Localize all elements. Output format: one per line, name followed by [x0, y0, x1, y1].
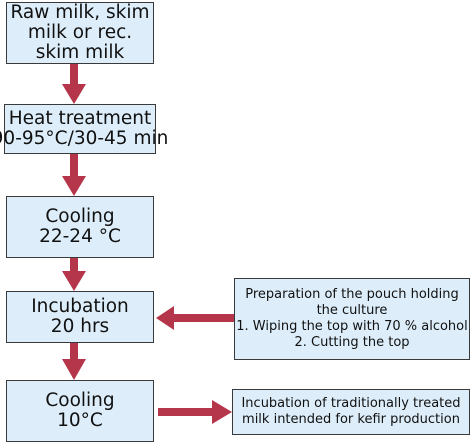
side-box-pouch-line-4: 2. Cutting the top — [294, 335, 410, 350]
step-raw-milk-line-3: skim milk — [35, 42, 125, 63]
step-cooling-1-line-1: Cooling — [45, 206, 115, 227]
step-heat-treatment-line-2: 90-95°C/30-45 min — [0, 128, 169, 149]
side-box-pouch-line-2: the culture — [316, 303, 388, 318]
arrow-cooling-to-kefir — [158, 400, 232, 424]
side-box-kefir-line-1: Incubation of traditionally treated — [241, 396, 461, 411]
step-incubation: Incubation 20 hrs — [6, 291, 154, 343]
step-heat-treatment: Heat treatment 90-95°C/30-45 min — [0, 104, 168, 154]
side-box-kefir-incubation: Incubation of traditionally treated milk… — [232, 389, 470, 435]
side-box-pouch-line-3: 1. Wiping the top with 70 % alcohol — [236, 319, 468, 334]
step-cooling-1-line-2: 22-24 °C — [39, 226, 121, 247]
side-box-pouch-line-1: Preparation of the pouch holding — [245, 287, 459, 302]
step-raw-milk: Raw milk, skim milk or rec. skim milk — [6, 2, 154, 64]
step-heat-treatment-line-1: Heat treatment — [8, 108, 152, 129]
step-raw-milk-line-1: Raw milk, skim — [10, 2, 150, 23]
step-incubation-line-2: 20 hrs — [50, 316, 110, 337]
step-raw-milk-line-2: milk or rec. — [27, 22, 133, 43]
step-cooling-2-line-2: 10°C — [57, 410, 103, 431]
step-cooling-2-line-1: Cooling — [45, 390, 115, 411]
step-cooling-2: Cooling 10°C — [6, 380, 154, 442]
arrow-cooling-to-incubation — [62, 258, 86, 291]
arrow-incubation-to-cooling — [62, 343, 86, 380]
step-cooling-1: Cooling 22-24 °C — [6, 196, 154, 258]
side-box-pouch-preparation: Preparation of the pouch holding the cul… — [234, 278, 470, 360]
arrow-heat-to-cooling — [62, 154, 86, 196]
side-box-kefir-line-2: milk intended for kefir production — [242, 412, 460, 427]
arrow-raw-to-heat — [62, 64, 86, 104]
step-incubation-line-1: Incubation — [31, 296, 129, 317]
arrow-pouch-to-incubation — [156, 306, 234, 330]
